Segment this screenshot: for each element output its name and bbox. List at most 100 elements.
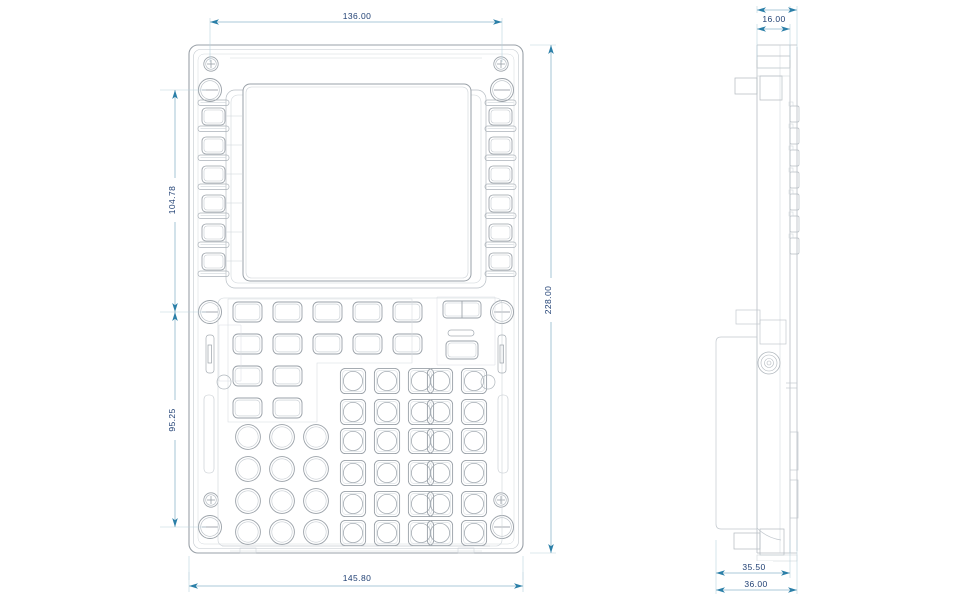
keypad-plate-outline — [217, 297, 503, 547]
display-screen — [242, 83, 472, 282]
dim-front-left-upper: 104.78 — [167, 90, 179, 312]
round-key-r2c2[interactable] — [269, 456, 295, 482]
corner-screw-bottom-right — [493, 492, 509, 508]
dim-front-top-width: 136.00 — [210, 10, 502, 25]
round-key-r1c1[interactable] — [235, 424, 261, 450]
bezel-key-left-2[interactable] — [197, 136, 230, 161]
front-view — [188, 44, 524, 554]
bezel-key-right-6[interactable] — [484, 252, 517, 277]
large-key-r2c2[interactable] — [272, 333, 303, 355]
round-key-r1c3[interactable] — [303, 424, 329, 450]
sqround-key-r2c5[interactable] — [460, 427, 488, 455]
sqround-key-r3c5[interactable] — [460, 459, 488, 487]
large-key-r4c2[interactable] — [272, 397, 303, 419]
sqround-key-r2c1[interactable] — [339, 427, 367, 455]
bezel-keys-left[interactable] — [197, 99, 230, 277]
corner-screw-top-left — [203, 56, 219, 72]
side-key-profiles — [788, 101, 800, 255]
front-bottom-trim — [222, 545, 490, 554]
corner-screw-bottom-left — [203, 492, 219, 508]
rocker-switch[interactable] — [442, 300, 482, 319]
round-key-r3c2[interactable] — [269, 488, 295, 514]
dim-label-side-bottom-inner: 35.50 — [742, 562, 765, 572]
large-key-r1c1[interactable] — [232, 301, 263, 323]
dim-side-bottom-inner: 35.50 — [716, 561, 790, 576]
display-bezel — [225, 89, 487, 289]
dim-label-front-top-width: 136.00 — [343, 11, 371, 21]
side-top-connector — [734, 55, 791, 101]
round-key-r3c1[interactable] — [235, 488, 261, 514]
latch-rail-right — [480, 334, 509, 474]
sqround-key-r5c2[interactable] — [373, 519, 401, 547]
round-key-r2c3[interactable] — [303, 456, 329, 482]
sqround-key-r0c1[interactable] — [339, 367, 367, 395]
side-mid-details — [735, 309, 799, 541]
sqround-key-r3c1[interactable] — [339, 459, 367, 487]
sqround-key-r2c2[interactable] — [373, 427, 401, 455]
dim-front-left-lower: 95.25 — [167, 312, 179, 527]
round-key-r2c1[interactable] — [235, 456, 261, 482]
bezel-key-right-2[interactable] — [484, 136, 517, 161]
sqround-key-r0c2[interactable] — [373, 367, 401, 395]
bezel-key-left-3[interactable] — [197, 165, 230, 190]
large-key-r2c5[interactable] — [392, 333, 423, 355]
dim-front-bottom-width: 145.80 — [189, 572, 523, 589]
round-key-r4c1[interactable] — [235, 519, 261, 545]
bezel-key-left-6[interactable] — [197, 252, 230, 277]
sqround-key-r1c1[interactable] — [339, 398, 367, 426]
sqround-key-r4c2[interactable] — [373, 490, 401, 518]
round-key-r4c2[interactable] — [269, 519, 295, 545]
bezel-key-left-1[interactable] — [197, 107, 230, 132]
sqround-key-r3c2[interactable] — [373, 459, 401, 487]
side-bottom-connector — [733, 528, 798, 562]
bezel-key-right-ridge-top — [484, 99, 517, 106]
side-view — [715, 44, 800, 562]
dim-label-front-left-lower: 95.25 — [167, 408, 177, 431]
side-chassis-block — [715, 336, 758, 530]
side-body-outline — [756, 44, 798, 554]
bezel-keys-right[interactable] — [484, 99, 517, 277]
dim-label-front-height: 228.00 — [543, 286, 553, 314]
bezel-key-right-1[interactable] — [484, 107, 517, 132]
keypad-large-keys[interactable] — [227, 298, 423, 423]
dim-label-side-top-width: 16.00 — [762, 14, 785, 24]
sqround-key-r4c5[interactable] — [460, 490, 488, 518]
large-key-r2c1[interactable] — [232, 333, 263, 355]
keypad-square-round-keys[interactable] — [339, 367, 488, 547]
side-dimension-set: 16.00 35.50 36.00 — [715, 6, 798, 594]
round-key-r3c3[interactable] — [303, 488, 329, 514]
sqround-key-r5c1[interactable] — [339, 519, 367, 547]
dim-side-bottom-outer: 36.00 — [716, 578, 797, 593]
bezel-key-right-5[interactable] — [484, 223, 517, 248]
round-key-r1c2[interactable] — [269, 424, 295, 450]
large-key-r4c1[interactable] — [232, 397, 263, 419]
large-key-r2c4[interactable] — [352, 333, 383, 355]
sqround-key-r5c5[interactable] — [460, 519, 488, 547]
large-key-r1c4[interactable] — [352, 301, 383, 323]
bezel-key-left-4[interactable] — [197, 194, 230, 219]
dim-label-front-left-upper: 104.78 — [167, 186, 177, 214]
round-key-r4c3[interactable] — [303, 519, 329, 545]
dim-side-top-width: 16.00 — [756, 13, 792, 32]
large-key-r1c2[interactable] — [272, 301, 303, 323]
sqround-key-r0c5[interactable] — [460, 367, 488, 395]
dim-label-front-bottom-width: 145.80 — [343, 573, 371, 583]
large-key-r1c3[interactable] — [312, 301, 343, 323]
side-knob-detail — [757, 351, 781, 375]
keypad-round-keys[interactable] — [235, 424, 329, 545]
large-key-r2c3[interactable] — [312, 333, 343, 355]
sqround-key-r1c5[interactable] — [460, 398, 488, 426]
sqround-key-r1c2[interactable] — [373, 398, 401, 426]
front-dimension-set: 136.00 145.80 228.00 104.78 95.25 — [160, 10, 556, 592]
bezel-key-left-5[interactable] — [197, 223, 230, 248]
small-function-key[interactable] — [445, 340, 479, 360]
sqround-key-r4c1[interactable] — [339, 490, 367, 518]
front-housing-outline — [188, 44, 524, 554]
bezel-key-right-3[interactable] — [484, 165, 517, 190]
large-key-r3c1[interactable] — [232, 365, 263, 387]
large-key-r3c2[interactable] — [272, 365, 303, 387]
large-key-r1c5[interactable] — [392, 301, 423, 323]
bezel-key-right-4[interactable] — [484, 194, 517, 219]
